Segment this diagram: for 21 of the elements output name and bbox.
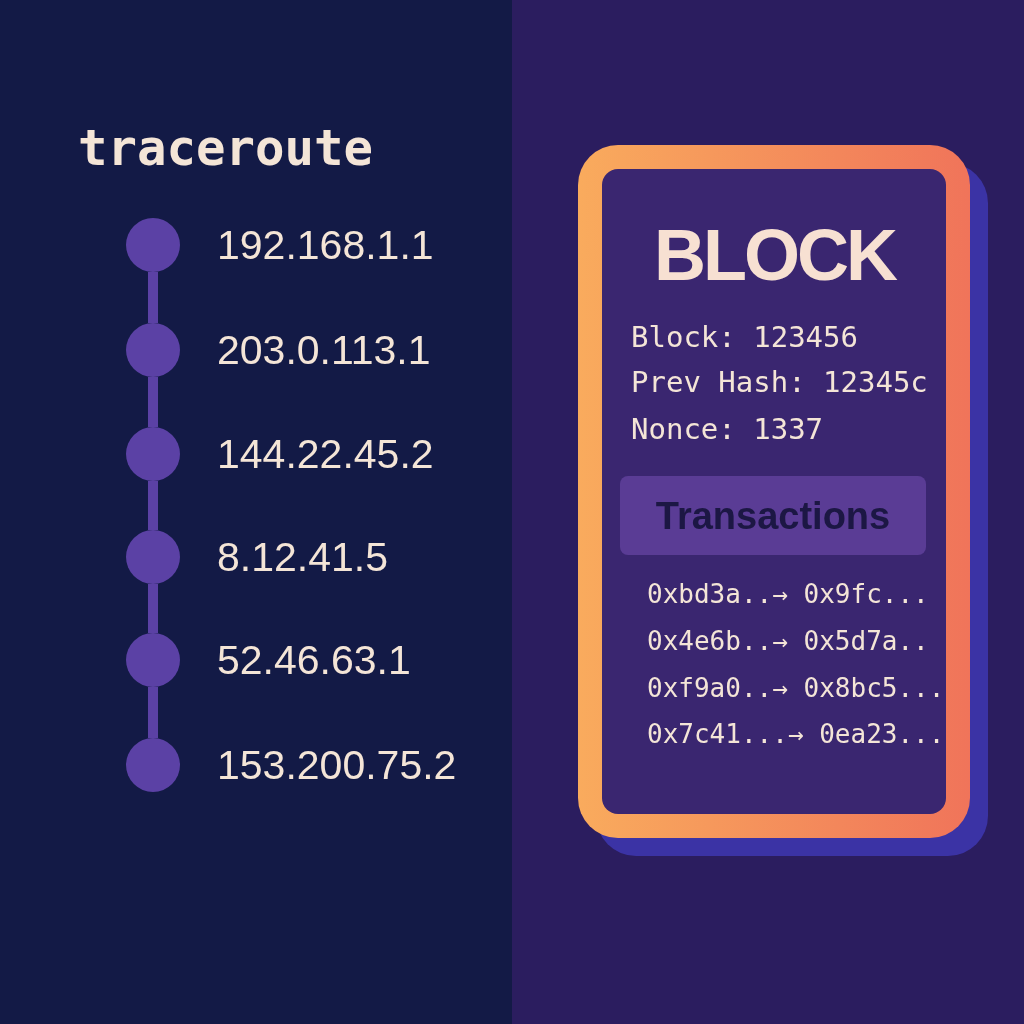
ip-address: 153.200.75.2 [217,745,457,786]
block-heading: BLOCK [654,219,895,291]
block-number-text: Block: 123456 [631,323,858,352]
transaction-line: 0xf9a0..→ 0x8bc5... [647,675,945,701]
previous-hash-text: Prev Hash: 12345c [631,368,928,397]
connector-line [148,584,158,633]
transaction-line: 0x7c41...→ 0ea23... [647,721,945,747]
ip-address: 203.0.113.1 [217,330,431,371]
transaction-line: 0xbd3a..→ 0x9fc... [647,581,929,607]
ip-address: 52.46.63.1 [217,640,411,681]
nonce-text: Nonce: 1337 [631,415,824,444]
ip-address: 192.168.1.1 [217,225,434,266]
transactions-header: Transactions [620,476,926,555]
connector-line [148,481,158,530]
connector-line [148,687,158,738]
transaction-line: 0x4e6b..→ 0x5d7a.. [647,628,929,654]
connector-line [148,272,158,323]
ip-address: 8.12.41.5 [217,537,388,578]
ip-address: 144.22.45.2 [217,434,434,475]
connector-line [148,377,158,427]
title: traceroute [78,124,373,173]
